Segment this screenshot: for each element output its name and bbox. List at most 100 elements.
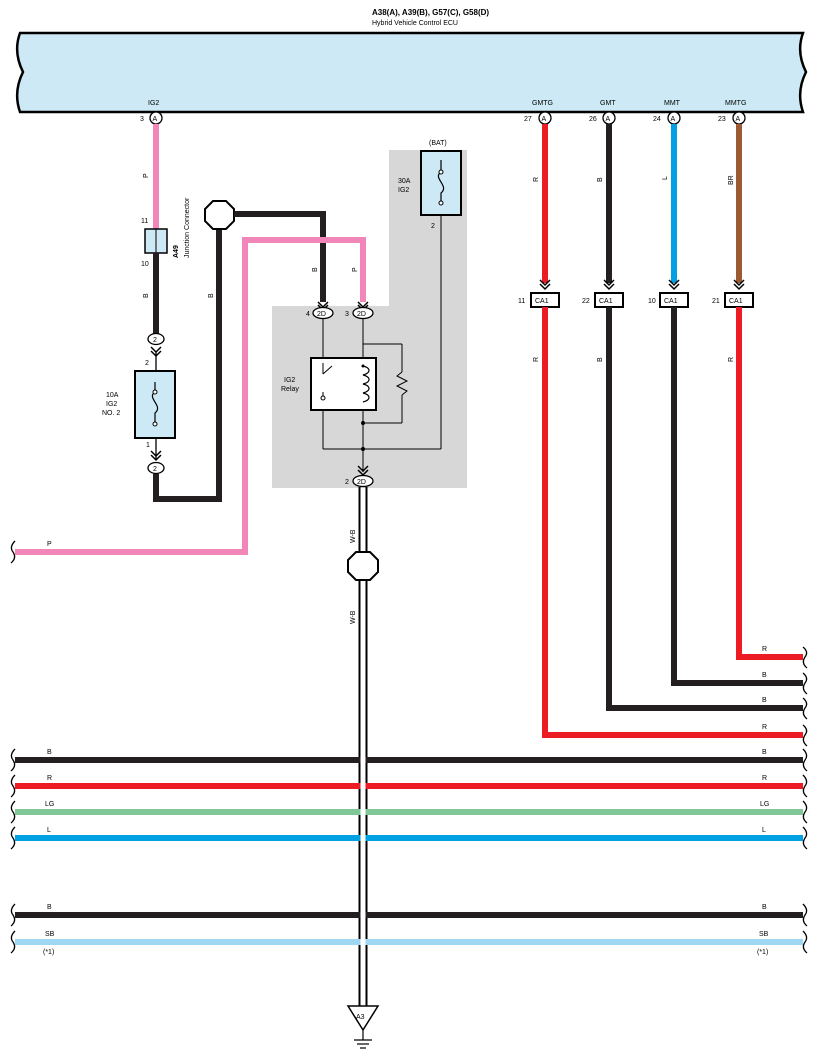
splice-top: [204, 200, 235, 230]
svg-text:B: B: [47, 749, 52, 756]
bus-wire-6: SB SB: [15, 931, 803, 945]
svg-text:2: 2: [345, 479, 349, 486]
wire-ca1-11-r: [542, 307, 803, 738]
svg-text:CA1: CA1: [664, 298, 678, 305]
svg-text:11: 11: [518, 298, 525, 305]
ca1-connector-21: 21 CA1: [712, 292, 754, 308]
wire-left-p: [15, 237, 366, 555]
ecu-pin-gmtg: GMTG 27 A: [524, 100, 553, 125]
right-wire-label-4: R: [762, 724, 767, 731]
svg-text:Junction Connector: Junction Connector: [184, 197, 191, 258]
svg-text:B: B: [47, 904, 52, 911]
svg-text:A: A: [736, 116, 741, 123]
ig2-relay: IG2 Relay: [281, 319, 441, 472]
left-wire-label: P: [47, 541, 52, 548]
ca1-arrows: [539, 279, 745, 291]
right-wire-label-1: R: [762, 646, 767, 653]
svg-text:R: R: [47, 775, 52, 782]
svg-text:LG: LG: [760, 801, 769, 808]
svg-text:30A: 30A: [398, 178, 411, 185]
note-left: (*1): [43, 949, 54, 956]
svg-text:26: 26: [589, 116, 597, 123]
svg-text:CA1: CA1: [729, 298, 743, 305]
relay-connector-3: 2D 3: [345, 301, 374, 320]
svg-text:GMTG: GMTG: [532, 100, 553, 107]
svg-text:B: B: [762, 904, 767, 911]
svg-text:IG2: IG2: [148, 100, 159, 107]
right-wire-label-3: B: [762, 697, 767, 704]
svg-text:B: B: [762, 749, 767, 756]
svg-text:A: A: [671, 116, 676, 123]
ca1-connector-10: 10 CA1: [648, 292, 689, 308]
ground-a3: A3: [346, 1005, 380, 1049]
wire-ig2-label: P: [143, 173, 150, 178]
splice-bottom: [347, 551, 379, 581]
wire-splice-to-relay-b: [234, 211, 326, 302]
svg-text:1: 1: [146, 442, 150, 449]
note-right: (*1): [757, 949, 768, 956]
svg-text:27: 27: [524, 116, 532, 123]
svg-text:SB: SB: [45, 931, 55, 938]
svg-text:2: 2: [153, 466, 157, 473]
wire-ca1-10-b: [671, 307, 803, 686]
svg-text:10: 10: [648, 298, 656, 305]
wire-gmt-label: B: [597, 177, 604, 182]
bus-wire-4: L L: [15, 827, 803, 841]
bus-wire-3: LG LG: [15, 801, 803, 815]
fuse-10a-ig2-no2: 10A IG2 NO. 2 1: [102, 370, 176, 449]
svg-text:CA1: CA1: [599, 298, 613, 305]
ecu-box: [15, 31, 808, 114]
svg-text:2D: 2D: [317, 311, 326, 318]
bus-wire-5: B B: [15, 904, 803, 918]
ca1-connector-11: 11 CA1: [518, 292, 560, 308]
ecu-pin-mmt: MMT 24 A: [653, 100, 681, 125]
svg-text:A: A: [542, 116, 547, 123]
svg-text:MMT: MMT: [664, 100, 681, 107]
wire-mmt-label: L: [662, 176, 669, 180]
svg-text:IG2: IG2: [284, 377, 295, 384]
svg-text:IG2: IG2: [398, 187, 409, 194]
svg-text:SB: SB: [759, 931, 769, 938]
ca1-connector-22: 22 CA1: [582, 292, 624, 308]
wire-mmtg-label: BR: [728, 175, 735, 185]
wire-ca1-21-r: [736, 307, 803, 660]
svg-text:LG: LG: [45, 801, 54, 808]
ecu-connector-label: A38(A), A39(B), G57(C), G58(D): [372, 8, 489, 17]
ecu-name-label: Hybrid Vehicle Control ECU: [372, 20, 458, 27]
wire-junction-label: B: [143, 293, 150, 298]
ecu-pin-gmt: GMT 26 A: [589, 100, 616, 125]
svg-text:L: L: [47, 827, 51, 834]
svg-text:L: L: [762, 827, 766, 834]
svg-text:10A: 10A: [106, 392, 119, 399]
svg-text:A3: A3: [356, 1014, 365, 1021]
svg-text:2: 2: [145, 360, 149, 367]
svg-text:23: 23: [718, 116, 726, 123]
relay-connector-2: 2D 2: [345, 465, 374, 488]
bus-wire-breaks: [10, 748, 808, 954]
svg-text:24: 24: [653, 116, 661, 123]
bus-wire-2: R R: [15, 775, 803, 789]
svg-text:11: 11: [141, 218, 148, 225]
wb-crossings: [360, 755, 366, 948]
svg-text:3: 3: [345, 311, 349, 318]
svg-text:GMT: GMT: [600, 100, 616, 107]
wire-splice-label: B: [208, 293, 215, 298]
svg-text:2: 2: [431, 223, 435, 230]
svg-text:MMTG: MMTG: [725, 100, 746, 107]
fuse-ig2no2-bottom-connector: 2: [147, 450, 165, 475]
svg-text:3: 3: [140, 116, 144, 123]
wire-fuse-to-splice-b: [153, 223, 222, 502]
svg-text:2D: 2D: [357, 311, 366, 318]
wire-ca1-22-label: B: [597, 357, 604, 362]
wire-ca1-21-label: R: [728, 357, 735, 362]
fuse-ig2no2-top-connector: 2 2: [145, 332, 165, 367]
svg-text:Relay: Relay: [281, 386, 299, 393]
svg-text:2D: 2D: [357, 479, 366, 486]
bus-wire-1: B B: [15, 749, 803, 763]
svg-text:CA1: CA1: [535, 298, 549, 305]
wire-ca1-22-b: [606, 307, 803, 711]
junction-connector-a49: 11 10 A49 Junction Connector: [141, 197, 191, 268]
svg-text:NO. 2: NO. 2: [102, 410, 120, 417]
svg-text:4: 4: [306, 311, 310, 318]
